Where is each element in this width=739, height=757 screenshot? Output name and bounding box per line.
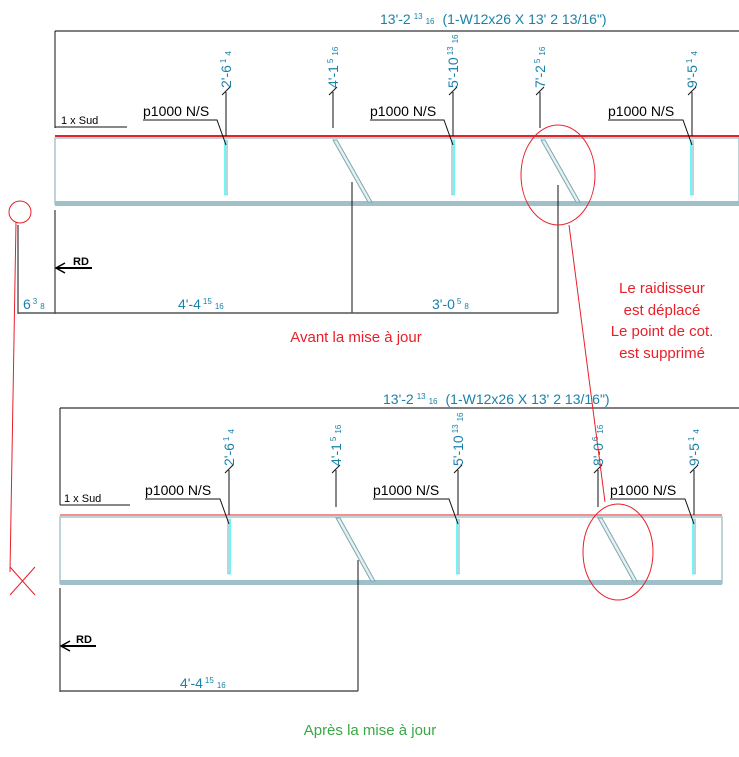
side-label: 1 x Sud — [64, 493, 101, 505]
top-dimension-lines — [225, 92, 693, 136]
vertical-stiffener[interactable] — [692, 518, 696, 575]
mark-leader — [610, 498, 695, 525]
note-line: est supprimé — [619, 345, 705, 362]
moved-stiffener-ellipse — [582, 503, 654, 601]
side-label: 1 x Sud — [61, 115, 98, 127]
piece-mark[interactable]: p1000 N/S — [145, 482, 211, 498]
dimension-tick — [535, 86, 545, 96]
deleted-x-icon — [9, 566, 36, 596]
piece-mark[interactable]: p1000 N/S — [373, 482, 439, 498]
note-line: Le point de cot. — [611, 323, 714, 340]
diagonal-stiffener[interactable] — [332, 139, 373, 203]
diagonal-stiffener[interactable] — [335, 517, 376, 582]
top-dimension-lines — [228, 470, 695, 515]
vertical-stiffener[interactable] — [451, 139, 455, 196]
piece-mark[interactable]: p1000 N/S — [608, 103, 674, 119]
dimension-tick — [221, 86, 231, 96]
mark-leader — [370, 119, 454, 146]
mark-leader — [373, 498, 459, 525]
top-dimension-label: 7'-2516 — [532, 46, 548, 88]
rd-arrow — [54, 262, 92, 274]
note-line: Le raidisseur — [619, 280, 705, 297]
moved-stiffener-ellipse — [520, 124, 596, 226]
markup-leader — [568, 224, 606, 503]
piece-mark[interactable]: p1000 N/S — [370, 103, 436, 119]
dimension-tick — [453, 464, 463, 474]
beam-web — [54, 137, 739, 205]
top-dimension-label: 4'-1516 — [325, 46, 341, 88]
dimension-tick — [687, 86, 697, 96]
top-dimension-label: 2'-614 — [221, 429, 237, 466]
markup-annotations: Le raidisseur est déplacé Le point de co… — [8, 124, 714, 601]
mark-leader — [143, 119, 227, 146]
dimension-tick — [328, 86, 338, 96]
removed-point-circle — [8, 200, 32, 224]
top-dimension-label: 5'-101316 — [445, 34, 461, 88]
top-dimension-label: 9'-514 — [686, 429, 702, 466]
beam-bottom-flange — [55, 201, 739, 206]
mark-leader — [145, 498, 230, 525]
rd-arrow — [59, 640, 96, 652]
vertical-stiffener[interactable] — [227, 518, 231, 575]
top-dimension-label: 4'-1516 — [328, 424, 344, 466]
piece-mark[interactable]: p1000 N/S — [610, 482, 676, 498]
dimension-tick — [331, 464, 341, 474]
beam[interactable] — [59, 514, 723, 585]
rd-label: RD — [73, 256, 89, 268]
beam-bottom-flange — [60, 580, 722, 585]
top-dimension-label: 5'-101316 — [450, 412, 466, 466]
dimension-tick — [224, 464, 234, 474]
piece-mark[interactable]: p1000 N/S — [143, 103, 209, 119]
top-dimension-label: 2'-614 — [218, 51, 234, 88]
vertical-stiffener[interactable] — [690, 139, 694, 196]
vertical-stiffener[interactable] — [456, 518, 460, 575]
diagonal-stiffener-moved[interactable] — [540, 139, 581, 203]
vertical-stiffener[interactable] — [224, 139, 228, 196]
rd-label: RD — [76, 634, 92, 646]
dimension-tick — [448, 86, 458, 96]
note-line: est déplacé — [624, 302, 701, 319]
mark-leader — [608, 119, 693, 146]
diagonal-stiffener-moved[interactable] — [597, 517, 638, 582]
dimension-tick — [689, 464, 699, 474]
beam-web — [59, 516, 723, 584]
caption-after: Après la mise à jour — [304, 722, 437, 739]
markup-leader — [9, 221, 17, 573]
beam[interactable] — [54, 135, 739, 206]
caption-before: Avant la mise à jour — [290, 329, 421, 346]
top-dimension-label: 8'-0616 — [590, 424, 606, 466]
top-dimension-label: 9'-514 — [684, 51, 700, 88]
